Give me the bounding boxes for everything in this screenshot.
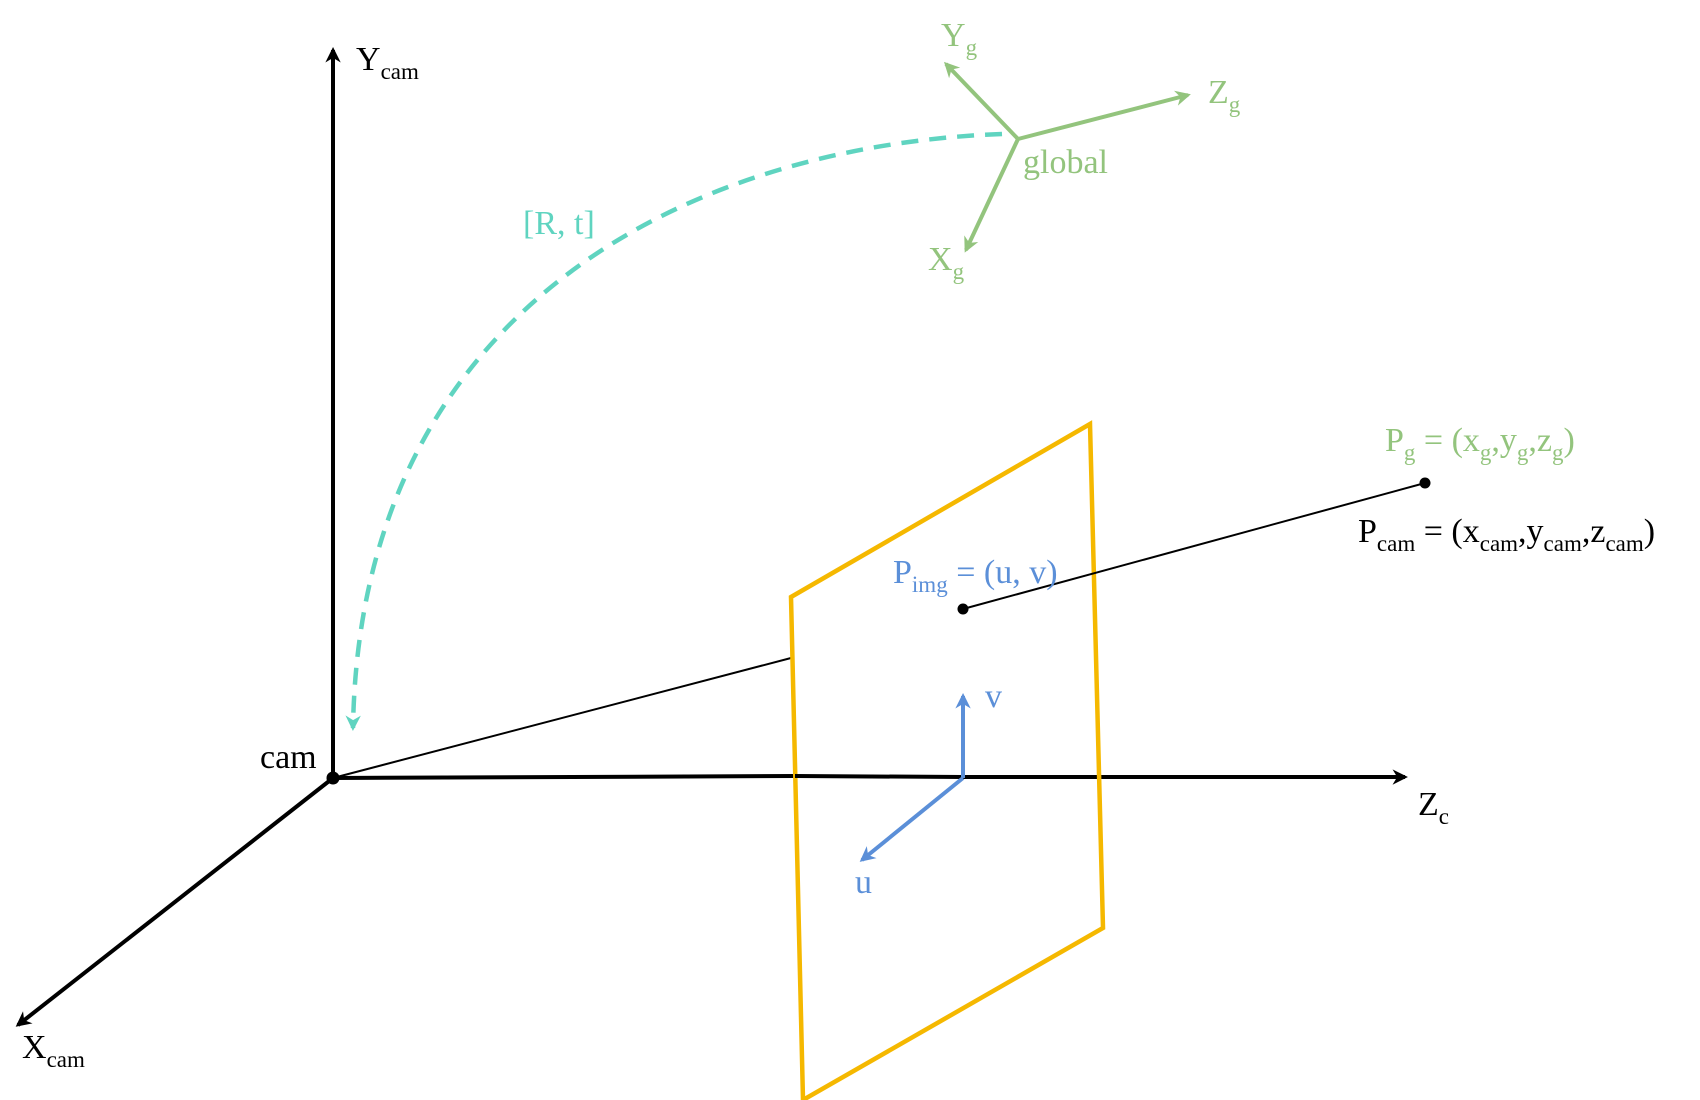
image-point-label: Pimg = (u, v) <box>893 554 1058 597</box>
world-point-camera-label: Pcam = (xcam,ycam,zcam) <box>1358 513 1655 556</box>
world-point <box>1419 477 1431 489</box>
global-x-axis-label: Xg <box>928 241 965 284</box>
world-point-global-label: Pg = (xg,yg,zg) <box>1385 422 1575 465</box>
image-plane <box>788 420 1106 1100</box>
global-z-axis-label: Zg <box>1208 74 1241 117</box>
camera-z-axis-label: Zc <box>1418 786 1449 829</box>
image-v-axis-label: v <box>985 678 1002 715</box>
camera-z-axis-back <box>332 774 796 780</box>
image-u-axis <box>859 776 965 862</box>
global-z-axis <box>1017 90 1191 141</box>
camera-x-axis-label: Xcam <box>22 1029 85 1072</box>
global-y-axis-label: Yg <box>941 17 978 60</box>
transform-label: [R, t] <box>523 205 595 242</box>
projection-ray-to-point <box>962 482 1426 610</box>
camera-z-axis-through-plane <box>794 774 964 779</box>
camera-origin-label: cam <box>260 739 317 776</box>
image-u-axis-label: u <box>855 864 872 901</box>
global-origin-label: global <box>1023 144 1108 181</box>
projection-ray-to-plane <box>332 657 792 779</box>
global-y-axis <box>943 61 1020 141</box>
global-x-axis <box>964 138 1020 253</box>
camera-y-axis-label: Ycam <box>356 41 419 84</box>
camera-x-axis <box>15 776 335 1027</box>
transform-arc <box>345 131 1003 731</box>
image-point <box>957 603 969 615</box>
camera-origin-point <box>326 771 340 785</box>
